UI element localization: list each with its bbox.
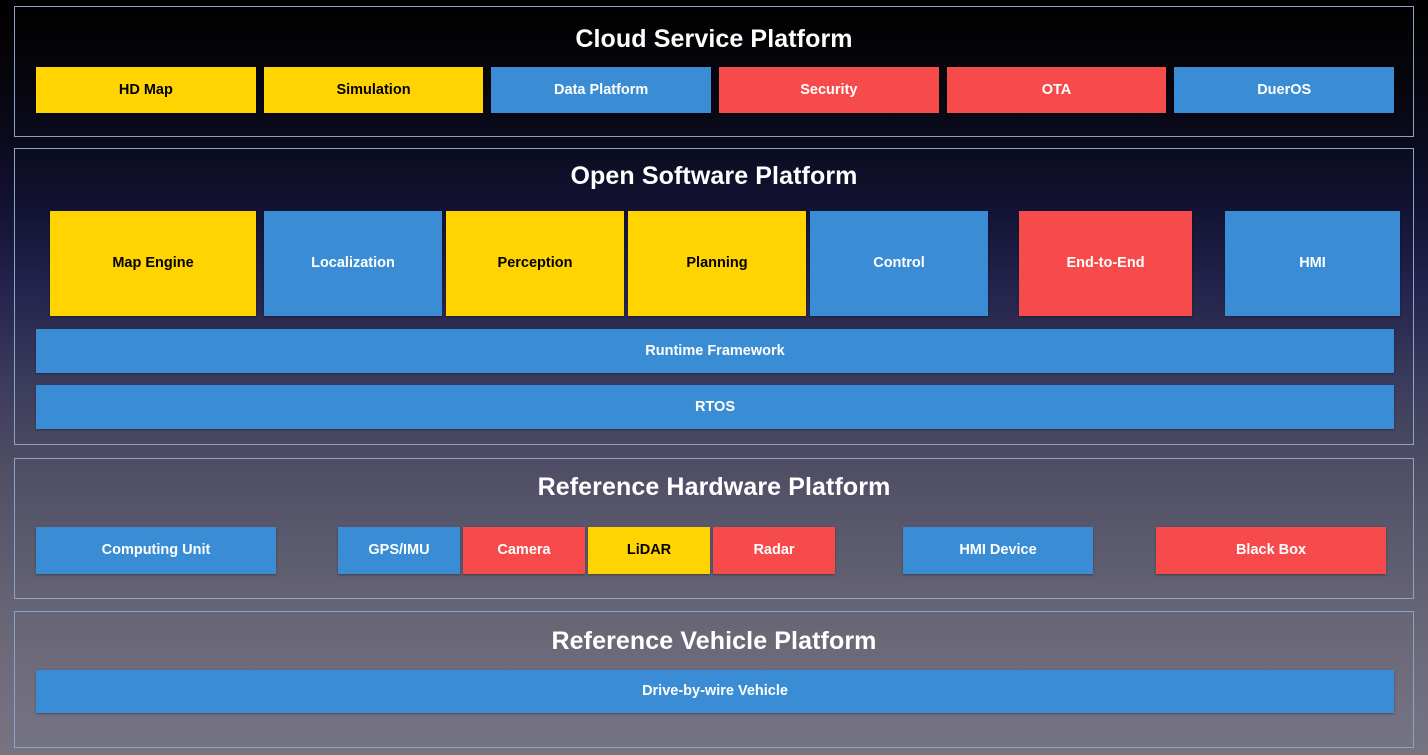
layer-panel-reference-vehicle-platform: Reference Vehicle Platform Drive-by-wire…	[14, 611, 1414, 748]
layer-title-cloud-service-platform: Cloud Service Platform	[575, 25, 853, 53]
software-box-end-to-end[interactable]: End-to-End	[1019, 211, 1192, 316]
hardware-box-computing-unit[interactable]: Computing Unit	[36, 527, 276, 574]
software-bar-rtos[interactable]: RTOS	[36, 385, 1394, 429]
vehicle-box-drive-by-wire-vehicle[interactable]: Drive-by-wire Vehicle	[36, 670, 1394, 713]
software-box-hmi[interactable]: HMI	[1225, 211, 1400, 316]
cloud-box-security[interactable]: Security	[719, 67, 939, 113]
software-box-control[interactable]: Control	[810, 211, 988, 316]
cloud-box-hd-map[interactable]: HD Map	[36, 67, 256, 113]
layer-panel-open-software-platform: Open Software Platform Map Engine Locali…	[14, 148, 1414, 445]
software-module-row: Map Engine Localization Perception Plann…	[36, 211, 1400, 316]
software-box-localization[interactable]: Localization	[264, 211, 442, 316]
software-box-planning[interactable]: Planning	[628, 211, 806, 316]
hardware-box-black-box[interactable]: Black Box	[1156, 527, 1386, 574]
hardware-box-lidar[interactable]: LiDAR	[588, 527, 710, 574]
hardware-box-hmi-device[interactable]: HMI Device	[903, 527, 1093, 574]
cloud-box-simulation[interactable]: Simulation	[263, 67, 484, 113]
software-rtos-row: RTOS	[36, 385, 1394, 429]
software-bar-runtime-framework[interactable]: Runtime Framework	[36, 329, 1394, 373]
hardware-box-row: Computing Unit GPS/IMU Camera LiDAR Rada…	[15, 527, 1415, 574]
software-box-perception[interactable]: Perception	[446, 211, 624, 316]
layer-title-reference-hardware-platform: Reference Hardware Platform	[537, 473, 891, 501]
layer-title-open-software-platform: Open Software Platform	[570, 162, 858, 190]
cloud-box-dueros[interactable]: DuerOS	[1174, 67, 1395, 113]
software-box-map-engine[interactable]: Map Engine	[50, 211, 256, 316]
cloud-service-box-row: HD Map Simulation Data Platform Security…	[36, 67, 1395, 113]
layer-panel-reference-hardware-platform: Reference Hardware Platform Computing Un…	[14, 458, 1414, 599]
layer-title-reference-vehicle-platform: Reference Vehicle Platform	[551, 627, 877, 655]
vehicle-box-row: Drive-by-wire Vehicle	[36, 670, 1394, 713]
cloud-box-ota[interactable]: OTA	[946, 67, 1167, 113]
hardware-box-camera[interactable]: Camera	[463, 527, 585, 574]
hardware-box-radar[interactable]: Radar	[713, 527, 835, 574]
software-runtime-framework-row: Runtime Framework	[36, 329, 1394, 373]
cloud-box-data-platform[interactable]: Data Platform	[491, 67, 712, 113]
hardware-box-gps-imu[interactable]: GPS/IMU	[338, 527, 460, 574]
layer-panel-cloud-service-platform: Cloud Service Platform HD Map Simulation…	[14, 6, 1414, 137]
